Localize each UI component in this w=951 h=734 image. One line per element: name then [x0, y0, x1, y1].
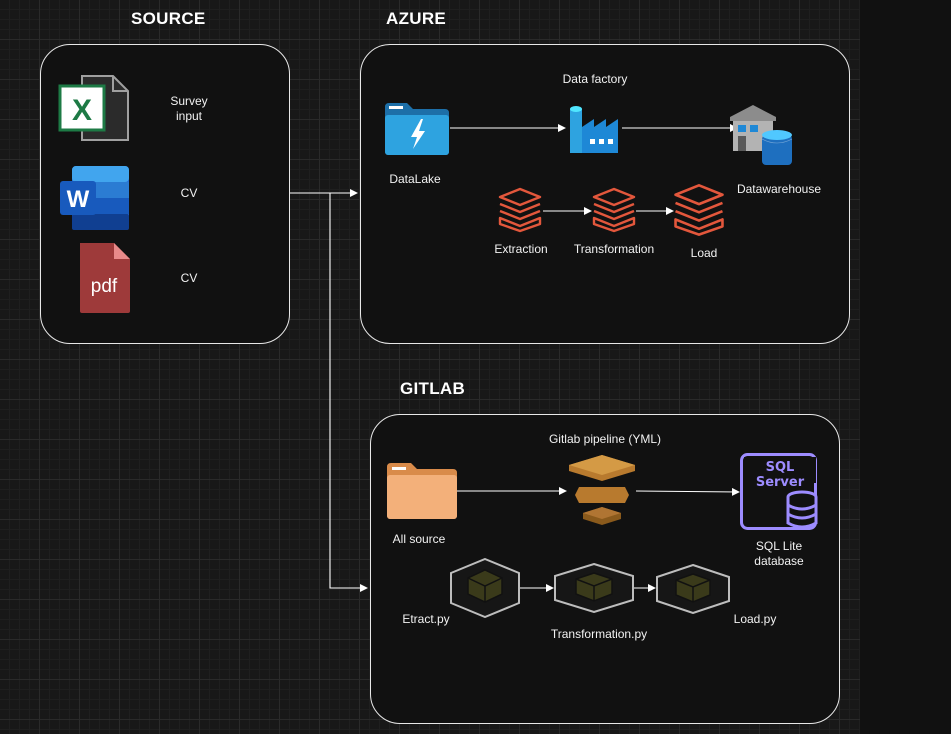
transformation-module-icon — [554, 563, 634, 613]
transformation-label: Transformation — [573, 242, 655, 256]
extraction-label: Extraction — [494, 242, 548, 256]
load-module-icon — [656, 564, 730, 614]
pdf-file-icon: pdf — [80, 243, 130, 313]
word-file-icon: W — [60, 166, 129, 230]
load-py-label: Load.py — [733, 612, 777, 626]
sql-server-icon — [740, 453, 818, 530]
source-title: SOURCE — [131, 9, 206, 28]
svg-text:X: X — [72, 94, 92, 127]
all-source-label: All source — [392, 532, 446, 546]
survey-input-label: Survey input — [170, 94, 208, 123]
excel-file-icon: X — [58, 75, 129, 141]
svg-text:W: W — [67, 186, 90, 213]
transformation-databricks-icon — [592, 187, 636, 233]
cv-pdf-label: CV — [180, 271, 198, 285]
extraction-databricks-icon — [498, 187, 542, 233]
load-databricks-icon — [674, 184, 724, 236]
gitlab-title: GITLAB — [400, 379, 466, 398]
data-factory-icon — [570, 106, 618, 153]
datalake-folder-icon — [385, 103, 449, 155]
datawarehouse-icon — [730, 105, 793, 165]
sql-lite-label: SQL Lite database — [754, 539, 804, 568]
gitlab-pipeline-icon — [569, 455, 635, 525]
cv-word-label: CV — [180, 186, 198, 200]
datalake-label: DataLake — [389, 172, 441, 186]
extract-py-label: Etract.py — [402, 612, 450, 626]
gitlab-pipeline-label: Gitlab pipeline (YML) — [548, 432, 662, 446]
datawarehouse-label: Datawarehouse — [736, 182, 822, 196]
data-factory-label: Data factory — [562, 72, 628, 86]
azure-title: AZURE — [386, 9, 447, 28]
svg-text:pdf: pdf — [91, 276, 118, 297]
all-source-folder-icon — [387, 463, 457, 519]
transformation-py-label: Transformation.py — [550, 627, 648, 641]
azure-panel — [360, 44, 850, 344]
sql-server-badge: SQL Server — [755, 460, 805, 490]
extract-module-icon — [450, 558, 520, 618]
load-label: Load — [690, 246, 718, 260]
